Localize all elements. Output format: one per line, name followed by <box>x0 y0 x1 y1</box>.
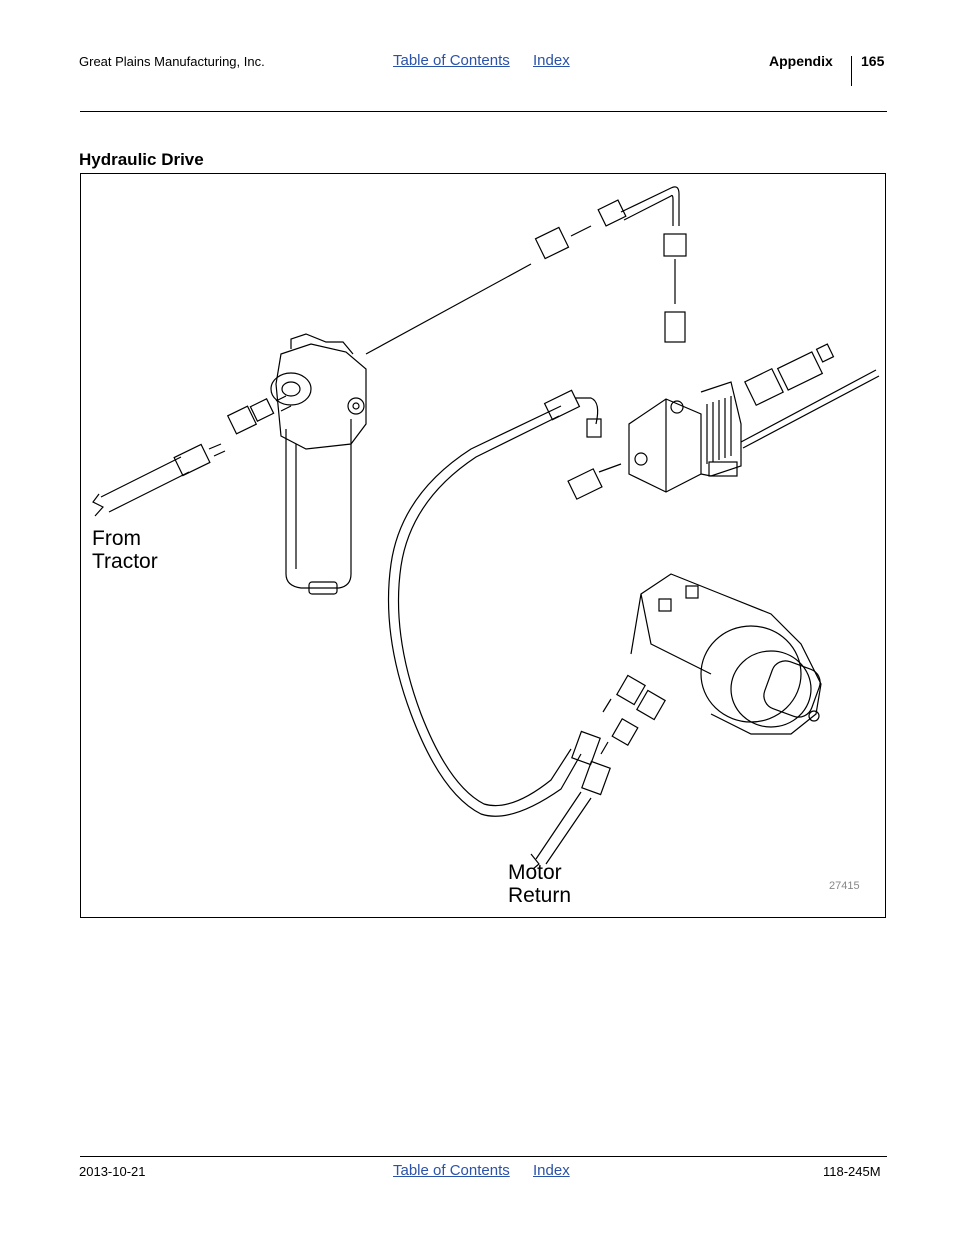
control-valve <box>628 381 742 493</box>
tractor-hose <box>92 443 226 517</box>
footer-table-of-contents-link[interactable]: Table of Contents <box>393 1162 510 1179</box>
from-tractor-label: From Tractor <box>92 527 158 573</box>
motor-return-label: Motor Return <box>508 861 572 907</box>
solenoid-rod <box>740 343 880 449</box>
index-link[interactable]: Index <box>533 52 570 69</box>
section-title: Appendix <box>769 53 833 69</box>
footer-date: 2013-10-21 <box>79 1164 146 1179</box>
header-rule <box>80 111 887 112</box>
footer-index-link[interactable]: Index <box>533 1162 570 1179</box>
hydraulic-drive-figure: From Tractor Motor Return 27415 <box>80 173 886 918</box>
document-number: 118-245M <box>823 1164 881 1179</box>
filter-inlet-fitting <box>226 395 292 435</box>
elbow-fitting <box>567 418 622 500</box>
return-hose-loop <box>387 389 599 817</box>
figure-number: 27415 <box>829 880 860 892</box>
hydraulic-filter <box>270 333 367 595</box>
page-heading: Hydraulic Drive <box>79 150 204 169</box>
hydraulic-motor <box>630 573 822 735</box>
header-divider <box>851 56 852 86</box>
footer-rule <box>80 1156 887 1157</box>
hydraulic-drive-illustration <box>92 186 880 870</box>
motor-fittings <box>530 674 666 870</box>
company-name: Great Plains Manufacturing, Inc. <box>79 54 265 69</box>
table-of-contents-link[interactable]: Table of Contents <box>393 52 510 69</box>
pressure-line <box>365 186 687 355</box>
page-number: 165 <box>861 53 885 69</box>
